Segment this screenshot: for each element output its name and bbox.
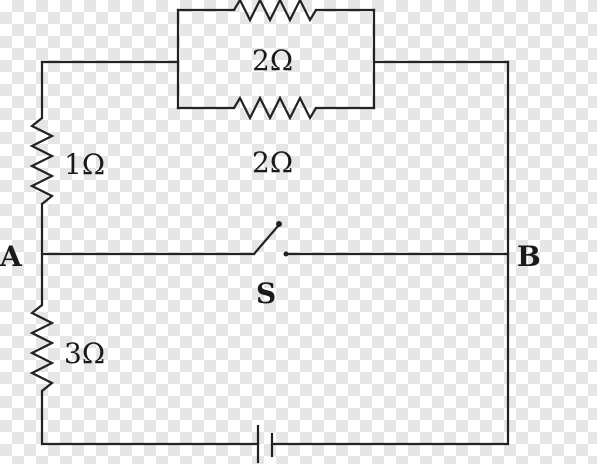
label-node-a: A xyxy=(0,240,23,273)
label-r-mid: 2Ω xyxy=(252,146,293,179)
label-node-b: B xyxy=(517,240,541,273)
resistor-3ohm xyxy=(29,304,55,392)
switch-blade xyxy=(252,224,280,256)
label-r-top: 2Ω xyxy=(252,44,293,77)
label-r1: 1Ω xyxy=(64,148,105,181)
resistor-mid-2ohm xyxy=(233,95,317,121)
resistor-top-2ohm xyxy=(233,0,317,23)
label-r3: 3Ω xyxy=(64,337,105,370)
switch-contact xyxy=(276,221,282,227)
wire-left-bottom xyxy=(40,389,260,446)
resistor-1ohm xyxy=(29,117,55,205)
label-switch: S xyxy=(256,277,276,310)
wire-bottom-right xyxy=(270,60,510,446)
